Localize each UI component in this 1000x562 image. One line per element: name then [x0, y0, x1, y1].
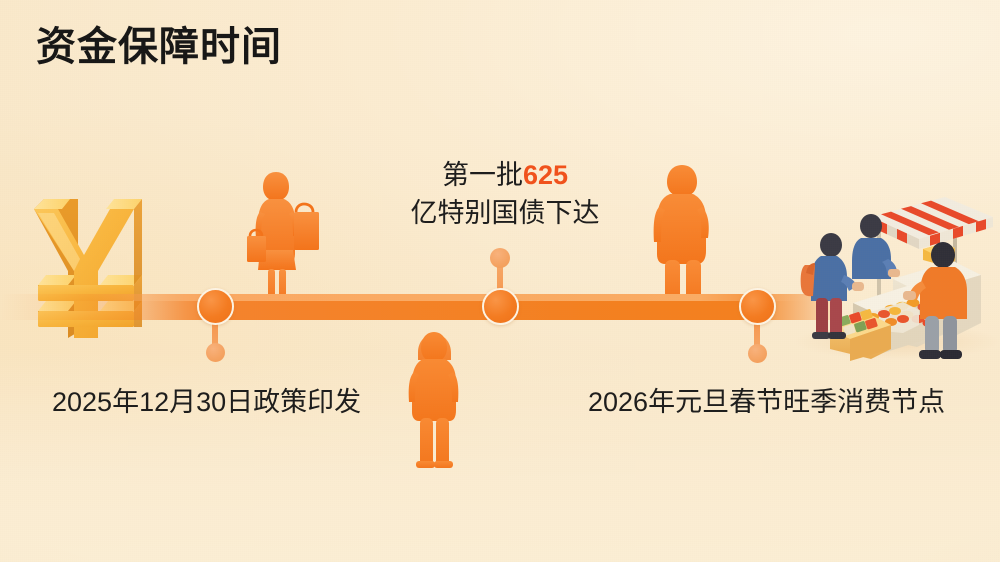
center-callout: 第一批625 亿特别国债下达: [370, 156, 640, 233]
timeline-endpoint-center: [490, 248, 510, 268]
timeline-connector-left: [212, 315, 218, 357]
shopper-with-bags-silhouette: [247, 166, 333, 308]
timeline-label-right: 2026年元旦春节旺季消费节点: [588, 387, 946, 417]
standing-person-silhouette: [398, 330, 470, 468]
callout-prefix: 第一批: [441, 160, 523, 190]
timeline-bar-highlight: [0, 294, 840, 301]
timeline-endpoint-left: [206, 343, 225, 362]
callout-line-2: 亿特别国债下达: [410, 198, 600, 229]
market-stall-illustration: [795, 183, 1000, 361]
timeline-connector-center: [497, 262, 503, 306]
standing-man-silhouette: [645, 162, 723, 308]
timeline-endpoint-right: [748, 344, 767, 363]
timeline-label-left: 2025年12月30日政策印发: [52, 387, 362, 417]
callout-amount: 625: [522, 160, 569, 190]
page-title: 资金保障时间: [36, 25, 282, 69]
timeline-node-right[interactable]: [739, 288, 776, 325]
timeline-node-left[interactable]: [197, 288, 234, 325]
callout-line-1: 第一批625: [370, 156, 640, 194]
background-warm-bottom: [0, 352, 1000, 562]
timeline-node-center[interactable]: [482, 288, 519, 325]
timeline-connector-right: [754, 315, 760, 353]
